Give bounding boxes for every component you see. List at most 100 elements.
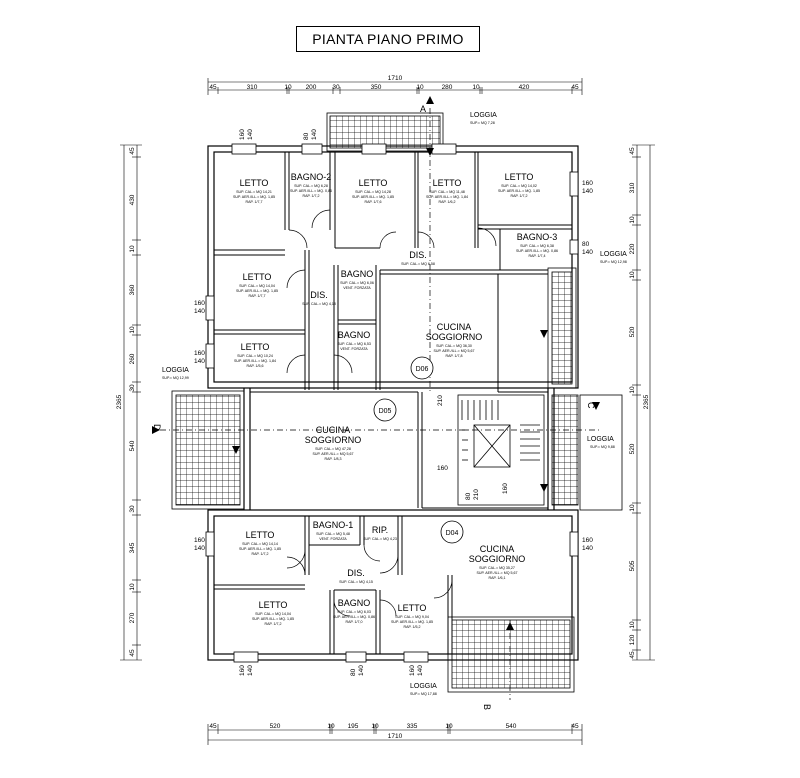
loggia-label-right-top: LOGGIA SUP.= MQ 12,98 bbox=[600, 251, 627, 264]
loggia-area: SUP.= MQ 7,28 bbox=[470, 121, 495, 125]
dim-label: 140 bbox=[417, 665, 424, 676]
section-arrows bbox=[152, 96, 600, 630]
room-detail: SUP. AER./ILL.= MQ. 0,86 bbox=[333, 615, 375, 619]
room-detail: SUP. CAL.= MQ 4,18 bbox=[302, 302, 336, 306]
room-detail: SUP. CAL.= MQ 14,04 bbox=[239, 284, 275, 288]
dim-label: 430 bbox=[129, 194, 136, 205]
room-detail: RAP. 1/7,2 bbox=[265, 622, 282, 626]
room-name: SOGGIORNO bbox=[305, 435, 362, 445]
room-detail: VENT. FORZATA bbox=[340, 347, 368, 351]
dim-label: 200 bbox=[306, 84, 317, 91]
dim-label: 310 bbox=[247, 84, 258, 91]
room-name: LETTO bbox=[259, 600, 288, 610]
dim-label: 45 bbox=[209, 723, 217, 730]
room-detail: SUP. CAL.= MQ 6,03 bbox=[337, 610, 371, 614]
dim-label: 10 bbox=[416, 84, 424, 91]
left-total-dim: 2365 bbox=[116, 394, 123, 409]
dim-label: 160 bbox=[194, 537, 205, 544]
loggia-name: LOGGIA bbox=[410, 683, 437, 690]
room-detail: SUP. AER./ILL.= MQ. 1,85 bbox=[236, 289, 278, 293]
dim-label: 420 bbox=[519, 84, 530, 91]
dim-label: 360 bbox=[129, 284, 136, 295]
bottom-total-dim: 1710 bbox=[388, 733, 403, 740]
dim-label: 310 bbox=[629, 182, 636, 193]
dim-label: 140 bbox=[247, 665, 254, 676]
room-detail: SUP. CAL.= MQ 6,58 bbox=[401, 262, 435, 266]
dim-label: 505 bbox=[629, 560, 636, 571]
dim-label: 30 bbox=[129, 384, 136, 392]
dim-label: 10 bbox=[327, 723, 335, 730]
dim-label: 160 bbox=[194, 300, 205, 307]
room-detail: SUP. CAL.= MQ 14,02 bbox=[501, 184, 537, 188]
room-name: BAGNO bbox=[338, 598, 371, 608]
room-detail: RAP. 1/7,6 bbox=[365, 200, 382, 204]
room-detail: RAP. 1/5,2 bbox=[404, 625, 421, 629]
room-detail: SUP. AER./ILL.= MQ. 1,85 bbox=[233, 195, 275, 199]
dim-label: 350 bbox=[371, 84, 382, 91]
room-detail: SUP. AER./ILL.= MQ. 1,85 bbox=[239, 547, 281, 551]
dim-label: 260 bbox=[129, 353, 136, 364]
dim-label: 10 bbox=[129, 583, 136, 591]
room-detail: SUP. CAL.= MQ 14,21 bbox=[236, 190, 272, 194]
loggia-label-top: LOGGIA SUP.= MQ 7,28 bbox=[470, 112, 497, 125]
dim-label: 45 bbox=[209, 84, 217, 91]
room-detail: SUP. AER./ILL.= MQ. 1,85 bbox=[252, 617, 294, 621]
stair-core bbox=[457, 394, 545, 506]
page-title: PIANTA PIANO PRIMO bbox=[296, 26, 480, 52]
dim-label: 30 bbox=[332, 84, 340, 91]
room-name: BAGNO bbox=[341, 269, 374, 279]
dim-label: 140 bbox=[358, 665, 365, 676]
dim-label: 345 bbox=[129, 542, 136, 553]
loggia-area: SUP.= MQ 12,98 bbox=[600, 260, 627, 264]
top-total-dim: 1710 bbox=[388, 75, 403, 82]
right-segment-labels: 45 310 10 220 10 520 10 520 10 505 10 12… bbox=[629, 147, 636, 659]
room-name: SOGGIORNO bbox=[426, 332, 483, 342]
section-marker-b: B bbox=[482, 704, 492, 710]
dim-label: 45 bbox=[571, 84, 579, 91]
dim-label: 80 bbox=[465, 492, 472, 500]
room-name: RIP. bbox=[372, 525, 388, 535]
dim-label: 10 bbox=[445, 723, 453, 730]
dim-label: 140 bbox=[311, 129, 318, 140]
section-marker-c: C bbox=[586, 402, 596, 409]
room-name: LETTO bbox=[240, 178, 269, 188]
loggia-name: LOGGIA bbox=[600, 251, 627, 258]
room-name: LETTO bbox=[398, 603, 427, 613]
room-detail: SUP. AER./ILL.= MQ 5,67 bbox=[477, 571, 518, 575]
room-detail: SUP. AER./ILL.= MQ. 0,86 bbox=[516, 249, 558, 253]
dim-label: 80 bbox=[303, 132, 310, 140]
dim-label: 220 bbox=[629, 243, 636, 254]
room-name: CUCINA bbox=[480, 544, 515, 554]
top-dimensions bbox=[207, 78, 583, 95]
right-total-dim: 2365 bbox=[643, 394, 650, 409]
dim-label: 520 bbox=[629, 443, 636, 454]
room-detail: RAP. 1/7,2 bbox=[252, 552, 269, 556]
loggia-label-left: LOGGIA SUP.= MQ 12,99 bbox=[162, 367, 189, 380]
door-code-label: D06 bbox=[416, 366, 429, 373]
dim-label: 45 bbox=[629, 651, 636, 659]
dim-label: 160 bbox=[582, 180, 593, 187]
dim-label: 160 bbox=[582, 537, 593, 544]
room-detail: RAP. 1/7,7 bbox=[246, 200, 263, 204]
dim-label: 45 bbox=[129, 649, 136, 657]
dim-label: 140 bbox=[247, 129, 254, 140]
dim-label: 10 bbox=[629, 504, 636, 512]
room-name: DIS. bbox=[310, 290, 328, 300]
room-detail: RAP. 1/7,2 bbox=[303, 194, 320, 198]
dim-label: 140 bbox=[194, 358, 205, 365]
interior-walls bbox=[214, 152, 572, 654]
dim-label: 10 bbox=[472, 84, 480, 91]
dim-label: 10 bbox=[629, 386, 636, 394]
room-name: LETTO bbox=[243, 272, 272, 282]
door-code-label: D05 bbox=[379, 408, 392, 415]
dim-label: 120 bbox=[629, 634, 636, 645]
room-detail: SUP. CAL.= MQ 14,28 bbox=[355, 190, 391, 194]
dim-label: 10 bbox=[129, 245, 136, 253]
